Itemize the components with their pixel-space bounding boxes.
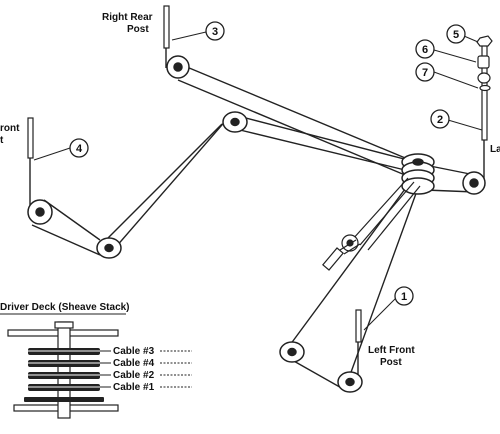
inset-driver-deck: Driver Deck (Sheave Stack) Cable #3 Cabl…	[0, 302, 192, 419]
inset-cable-label-2: Cable #2	[113, 370, 155, 381]
driver-sheave-stack	[401, 153, 435, 195]
inset-cable-label-4: Cable #4	[113, 358, 155, 369]
tensioner-assembly	[322, 177, 421, 271]
cable-rf-pulley-to-upper	[43, 199, 101, 241]
left-front-post	[355, 309, 362, 343]
pulley-left-front-b	[337, 371, 363, 393]
cable-right-rear-to-stack	[169, 59, 411, 161]
svg-text:5: 5	[453, 29, 459, 41]
cable-right-rear-to-stack-lower	[177, 79, 406, 176]
svg-text:2: 2	[437, 114, 443, 126]
post-labels: Right Rear Post Left Front Post La ront …	[0, 12, 500, 368]
cable-upper-to-stack-lower	[239, 129, 406, 171]
callout-1: 1	[394, 286, 414, 306]
svg-text:4: 4	[76, 143, 83, 155]
svg-text:1: 1	[401, 291, 407, 303]
cable-lower-to-upper-pulley	[114, 117, 229, 249]
inset-cable-labels: Cable #3 Cable #4 Cable #2 Cable #1	[113, 346, 155, 393]
callout-4: 4	[69, 138, 89, 158]
spacer-6b	[477, 72, 491, 84]
label-left-rear-partial: La	[490, 144, 500, 155]
callout-7: 7	[415, 62, 435, 82]
cable-stack-to-lf-2	[349, 187, 419, 376]
nut-5	[476, 35, 493, 47]
svg-text:6: 6	[422, 44, 428, 56]
label-right-front-partial-line2: t	[0, 135, 4, 146]
callout-6: 6	[415, 39, 435, 59]
pulley-upper-middle	[222, 111, 248, 133]
right-rear-post	[163, 5, 170, 49]
inset-cable-label-3: Cable #3	[113, 346, 155, 357]
pulley-right-front	[27, 199, 53, 225]
inset-cable-label-1: Cable #1	[113, 382, 155, 393]
pulley-right-rear	[166, 55, 190, 79]
right-front-post	[27, 117, 34, 159]
cable-lf-pulleys	[291, 359, 346, 391]
callouts: 3 2 4 1 5 6 7	[69, 21, 466, 306]
label-right-rear-line1: Right Rear	[102, 12, 153, 23]
washer-7	[479, 84, 491, 92]
pulley-lower-middle	[96, 237, 122, 259]
cable-runs	[29, 48, 485, 391]
callout-2: 2	[430, 109, 450, 129]
callout-3: 3	[205, 21, 225, 41]
callout-leaders	[33, 31, 483, 331]
inset-sheaves	[24, 348, 104, 402]
svg-text:3: 3	[212, 26, 218, 38]
inset-shaft	[57, 321, 71, 419]
pulley-left-rear	[462, 171, 486, 195]
label-right-front-partial-line1: ront	[0, 123, 20, 134]
spacer-6	[477, 55, 490, 69]
label-left-front-line1: Left Front	[368, 345, 415, 356]
pulleys	[27, 55, 486, 393]
cable-lower-to-upper-pulley-2	[105, 123, 223, 241]
hardware-stack	[476, 35, 493, 92]
label-left-front-line2: Post	[380, 357, 402, 368]
inset-title: Driver Deck (Sheave Stack)	[0, 302, 130, 313]
callout-5: 5	[446, 24, 466, 44]
label-right-rear-line2: Post	[127, 24, 149, 35]
pulley-left-front-a	[279, 341, 305, 363]
svg-text:7: 7	[422, 67, 428, 79]
cable-rf-to-lower-pulley	[31, 224, 101, 256]
cable-upper-to-stack	[237, 115, 409, 161]
